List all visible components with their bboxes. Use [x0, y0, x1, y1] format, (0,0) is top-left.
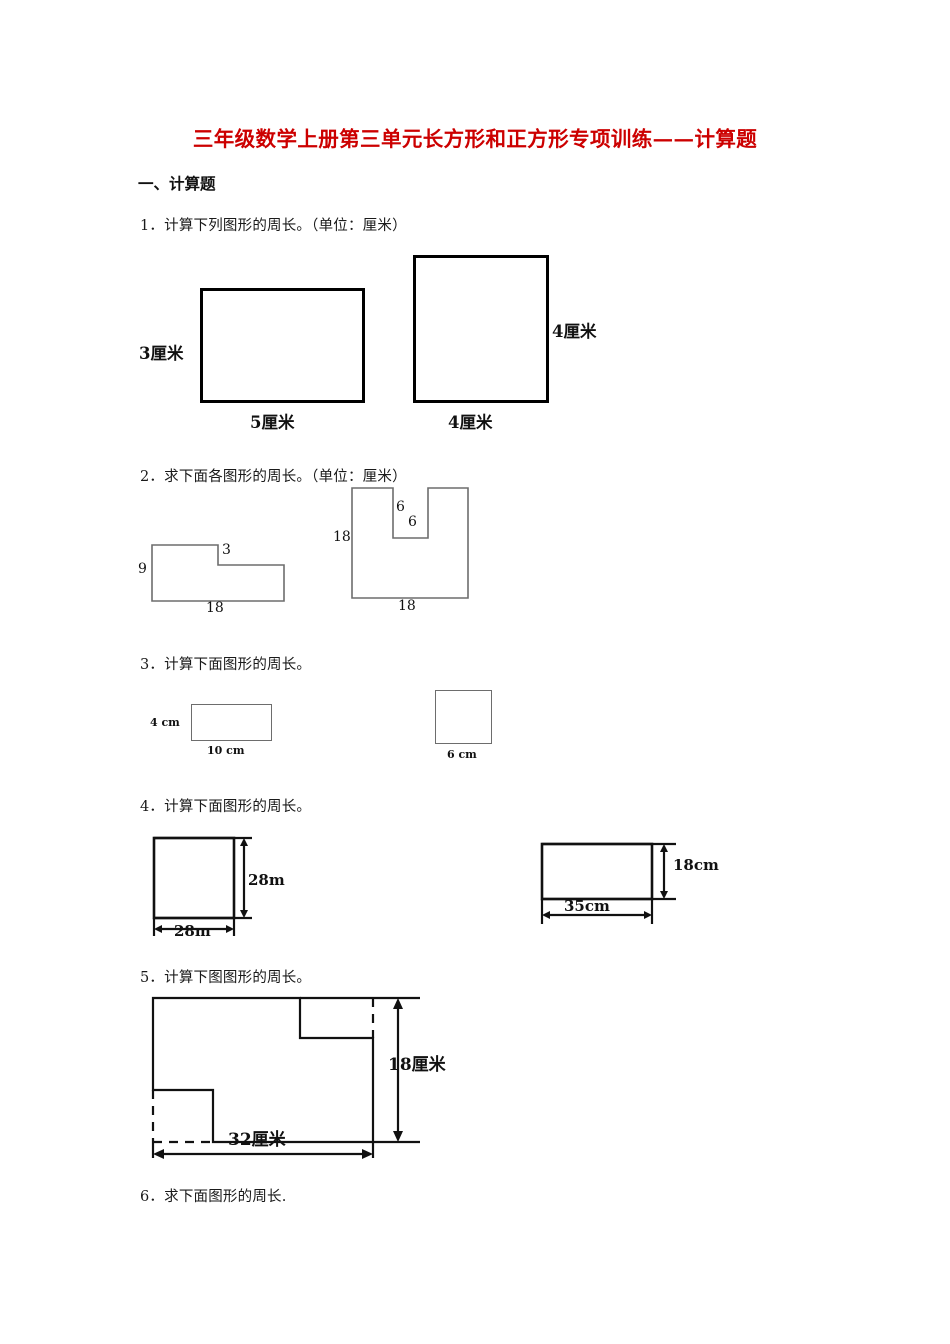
page-title: 三年级数学上册第三单元长方形和正方形专项训练——计算题 [192, 127, 758, 151]
q3-rectangle-bottom-label: 10 cm [207, 744, 245, 757]
question-6-prompt: 6．求下面图形的周长. [140, 1189, 287, 1205]
q5-right-label: 18厘米 [388, 1055, 446, 1075]
q2-step-left-label: 9 [138, 561, 147, 577]
q1-rectangle-left-label: 3厘米 [139, 344, 184, 363]
q2-notched-bottom-label: 18 [398, 598, 416, 614]
q4-square-dimensioned-shape [152, 836, 252, 936]
q2-step-bottom-label: 18 [206, 600, 224, 616]
q2-notched-polygon-shape [351, 487, 469, 599]
q1-rectangle-shape [200, 288, 365, 403]
question-2-prompt: 2．求下面各图形的周长。（单位：厘米） [140, 469, 407, 485]
q4-rectangle-dimensioned-shape [540, 842, 676, 924]
q1-square-right-label: 4厘米 [552, 322, 597, 341]
q5-staircase-polygon-shape [151, 996, 420, 1159]
q3-rectangle-shape [191, 704, 272, 741]
q1-square-bottom-label: 4厘米 [448, 413, 493, 432]
question-5-prompt: 5．计算下图图形的周长。 [140, 970, 312, 986]
question-1-prompt: 1．计算下列图形的周长。（单位：厘米） [140, 218, 407, 234]
section-heading: 一、计算题 [138, 174, 216, 193]
q2-step-inner-label: 3 [222, 542, 231, 558]
q3-rectangle-left-label: 4 cm [150, 716, 180, 729]
q4-rectangle-right-label: 18cm [673, 856, 719, 874]
q2-step-polygon-shape [151, 544, 285, 602]
q2-notched-vertical-label: 6 [396, 499, 405, 515]
question-4-prompt: 4．计算下面图形的周长。 [140, 799, 312, 815]
q1-rectangle-bottom-label: 5厘米 [250, 413, 295, 432]
q3-square-bottom-label: 6 cm [447, 748, 477, 761]
question-3-prompt: 3．计算下面图形的周长。 [140, 657, 312, 673]
q4-square-right-label: 28m [248, 871, 285, 889]
q1-square-shape [413, 255, 549, 403]
q5-bottom-label: 32厘米 [228, 1130, 286, 1150]
q2-notched-left-label: 18 [333, 529, 351, 545]
q4-square-bottom-label: 28m [174, 922, 211, 940]
q3-square-shape [435, 690, 492, 744]
q2-notched-horizontal-label: 6 [408, 514, 417, 530]
q4-rectangle-bottom-label: 35cm [564, 897, 610, 915]
